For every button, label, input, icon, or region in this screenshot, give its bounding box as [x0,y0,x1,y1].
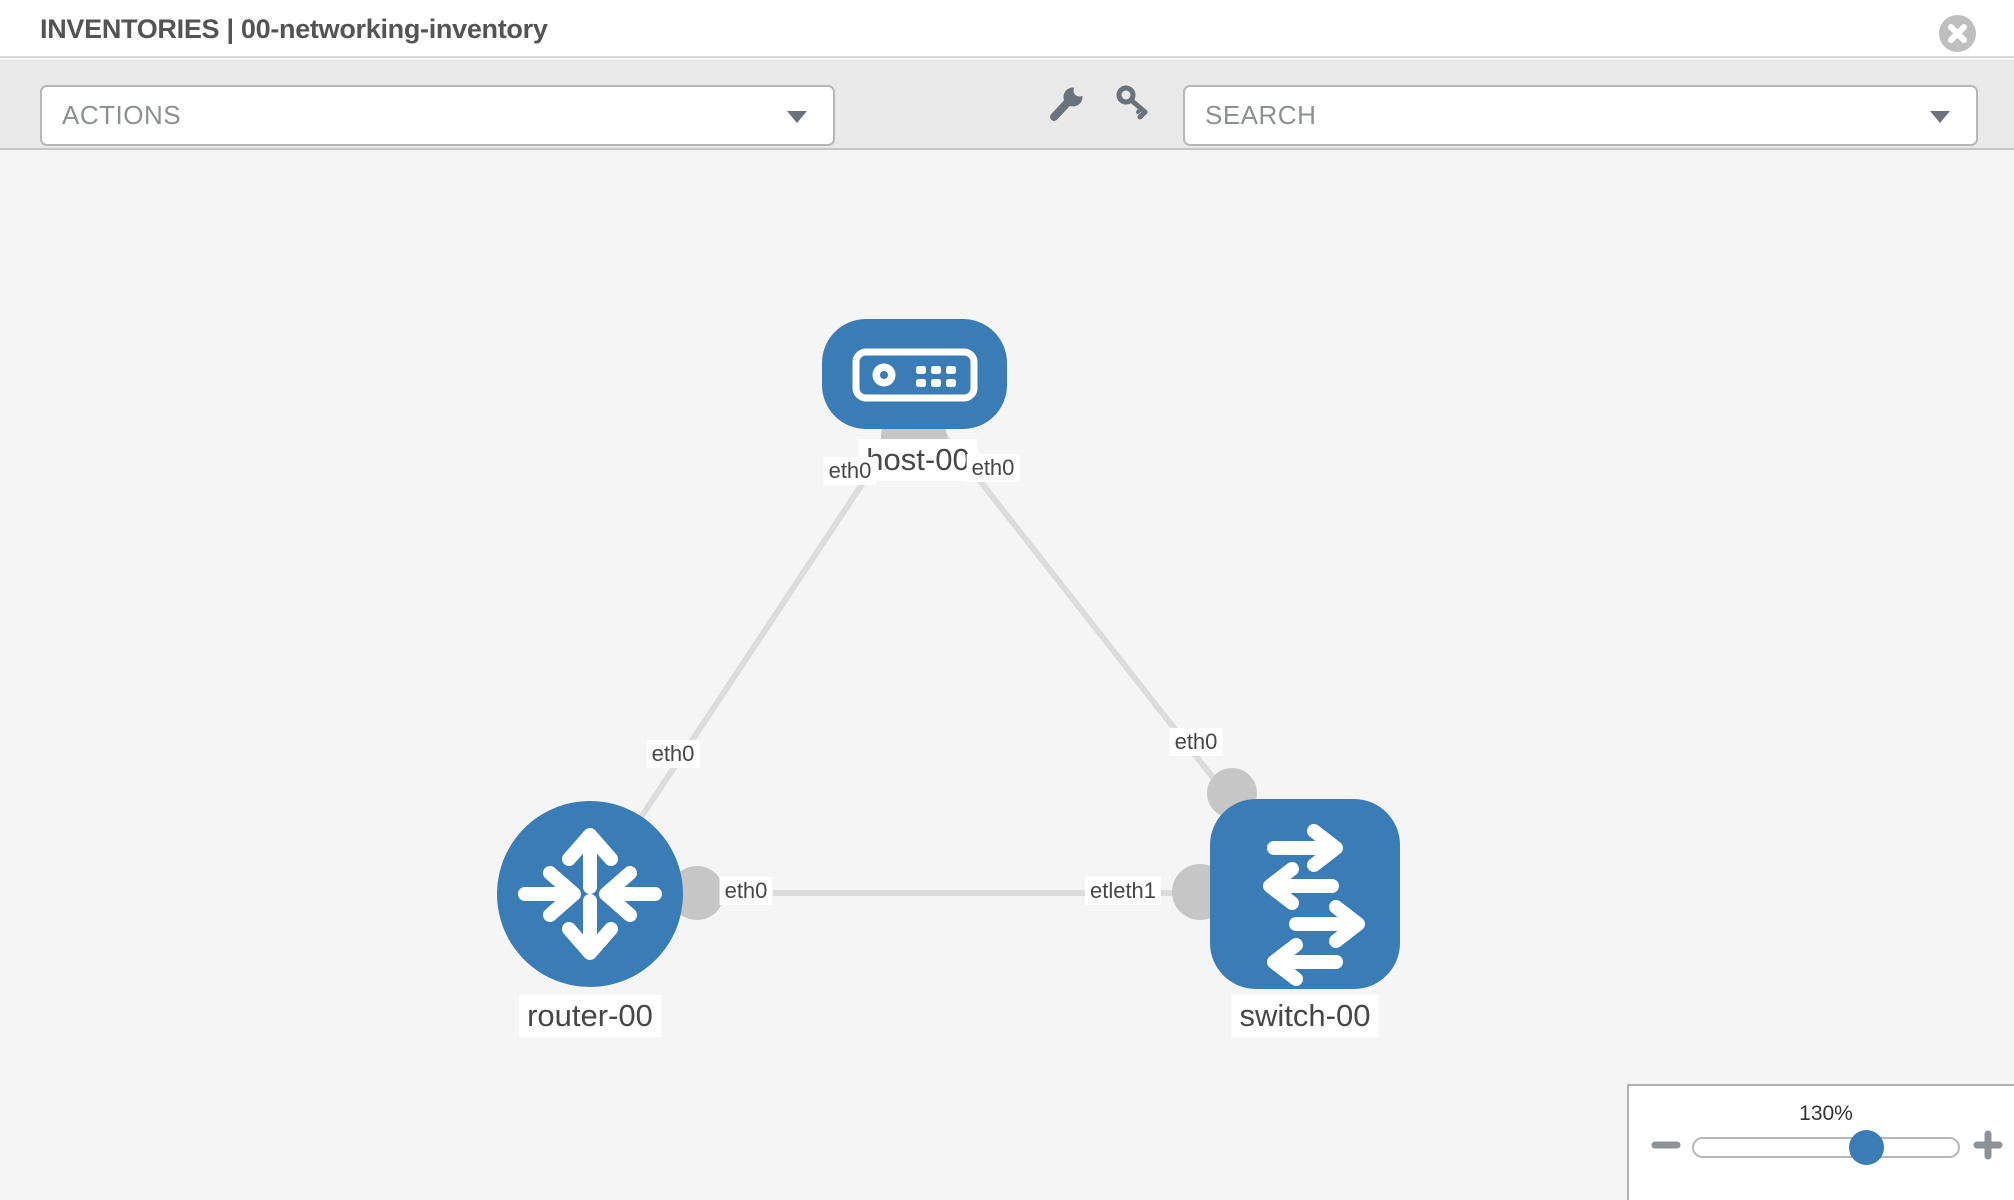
link-host-router [615,428,901,854]
if-label-switch-eth1-overlap: etleth1 [1084,877,1162,905]
key-management-wrench-button[interactable] [1046,84,1086,131]
topology-canvas[interactable]: host-00 router-00 switch-00 eth0 eth0 et… [0,152,2014,1200]
actions-dropdown[interactable]: ACTIONS [40,85,835,146]
if-label-router-eth0-upper: eth0 [646,740,700,768]
router-icon [518,828,662,960]
zoom-slider-track[interactable] [1692,1130,1960,1165]
links-layer [600,412,1257,920]
label-router-00: router-00 [519,995,661,1037]
label-host-00: host-00 [858,439,978,481]
switch-icon [1263,824,1365,986]
close-button[interactable] [1939,15,1976,52]
if-label-switch-eth0-upper: eth0 [1169,728,1223,756]
minus-icon [1651,1141,1681,1149]
if-label-router-eth0-mid: eth0 [719,877,773,905]
endpoint-router-eth0 [670,866,724,920]
if-label-host-eth0-left: eth0 [823,457,877,485]
if-label-host-eth0-right: eth0 [966,454,1020,482]
node-host-00[interactable] [822,319,1007,429]
label-switch-00: switch-00 [1231,995,1379,1037]
search-dropdown[interactable]: SEARCH [1183,85,1978,146]
toolbar: ACTIONS SEARCH [0,60,2014,150]
page-title: INVENTORIES | 00-networking-inventory [40,14,548,44]
zoom-out-button[interactable] [1651,1130,1681,1165]
actions-dropdown-label: ACTIONS [62,100,182,130]
node-router-00[interactable] [497,801,683,987]
key-icon [1116,85,1148,120]
zoom-slider-knob[interactable] [1849,1130,1884,1165]
header-bar: INVENTORIES | 00-networking-inventory [0,0,2014,58]
zoom-level-value: 130% [1799,1102,1853,1125]
chevron-down-icon [1930,111,1950,123]
node-switch-00[interactable] [1210,799,1400,989]
chevron-down-icon [787,111,807,123]
plus-icon [1973,1130,2003,1160]
credentials-key-button[interactable] [1114,84,1154,131]
zoom-in-button[interactable] [1973,1130,2003,1165]
close-icon [1948,24,1967,43]
wrench-icon [1050,84,1086,121]
host-icon [852,348,977,402]
search-dropdown-label: SEARCH [1205,100,1317,130]
zoom-control-panel: 130% [1627,1084,2014,1200]
